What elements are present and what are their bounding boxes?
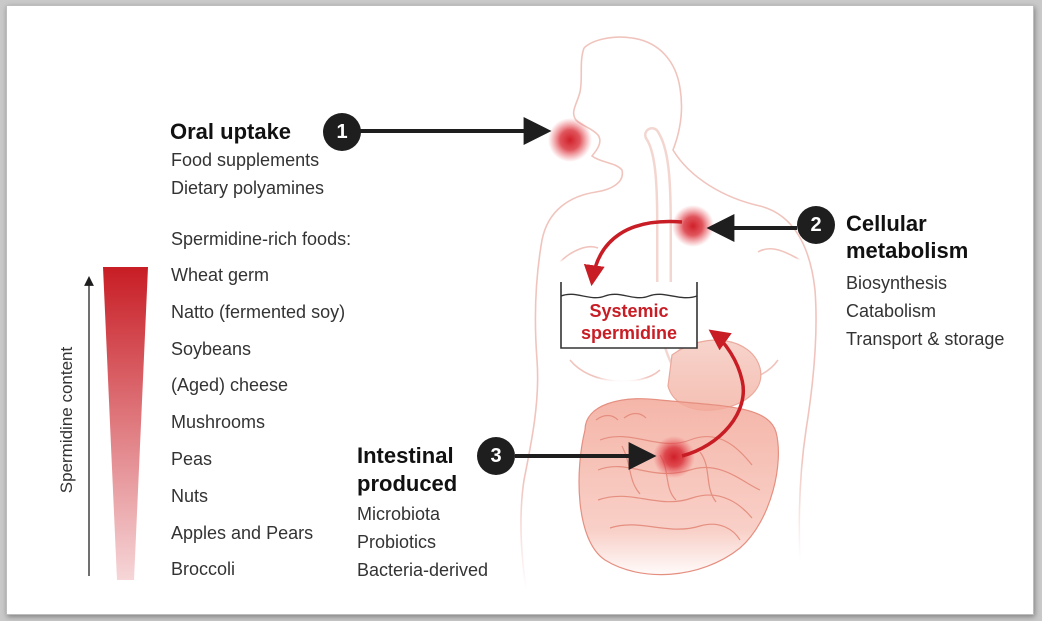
food-item: Peas [171,448,213,469]
food-item: Soybeans [171,338,252,359]
food-item: Mushrooms [171,412,266,433]
spermidine-reservoir [560,282,698,349]
spermidine-gradient-wedge [103,267,148,580]
intestinal-badge: 3 [477,437,515,475]
cellular-badge: 2 [797,206,835,244]
food-item: Apples and Pears [171,522,314,543]
cellular-item: Biosynthesis [846,273,948,293]
foods-list: Wheat germ Natto (fermented soy) Soybean… [171,257,345,588]
cellular-item: Catabolism [846,301,937,321]
intestines [578,398,779,576]
oral-list: Food supplements Dietary polyamines [171,146,324,202]
food-item: Wheat germ [171,265,270,285]
food-item: (Aged) cheese [171,375,289,396]
content-axis-label: Spermidine content [57,346,76,494]
stomach [667,339,762,411]
oral-hotspot [548,118,592,162]
reservoir-label: Systemic spermidine [566,300,692,344]
reservoir-label-line1: Systemic [589,301,669,321]
food-item: Broccoli [171,559,236,580]
figure-frame [6,5,1034,615]
intestinal-list: Microbiota Probiotics Bacteria-derived [357,500,488,584]
intestinal-item: Probiotics [357,532,437,552]
cellular-title-line1: Cellular [846,211,927,236]
food-item: Natto (fermented soy) [171,301,346,322]
reservoir-label-line2: spermidine [580,323,678,343]
cellular-item: Transport & storage [846,329,1005,349]
cellular-list: Biosynthesis Catabolism Transport & stor… [846,269,1004,353]
intestinal-item: Microbiota [357,504,441,524]
cellular-hotspot [672,205,714,247]
oral-badge: 1 [323,113,361,151]
intestinal-item: Bacteria-derived [357,560,489,580]
food-item: Nuts [171,485,209,506]
oral-title: Oral uptake [170,119,292,144]
oral-item: Dietary polyamines [171,178,325,198]
intestine-to-reservoir-arrow [681,329,746,458]
oral-item: Food supplements [171,150,320,170]
foods-heading: Spermidine-rich foods: [171,229,352,249]
intestinal-title-line2: produced [357,471,458,496]
intestinal-title-line1: Intestinal [357,443,454,468]
cellular-title-line2: metabolism [846,238,969,263]
intestinal-hotspot [653,436,695,478]
cellular-to-reservoir-arrow [583,219,683,287]
